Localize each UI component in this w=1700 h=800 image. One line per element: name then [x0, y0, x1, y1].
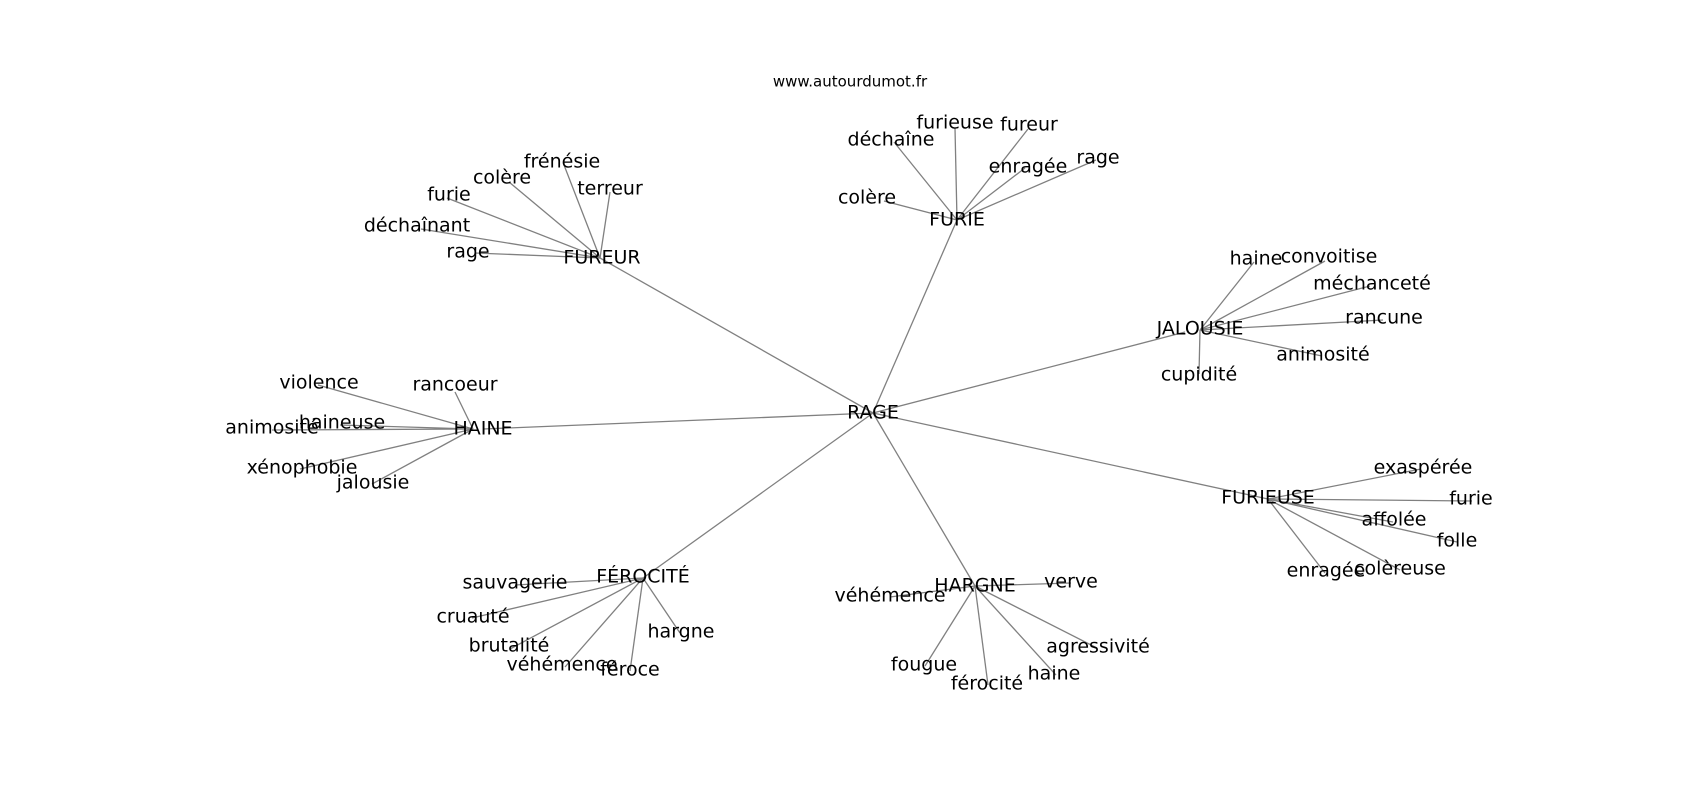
word-node: jalousie: [336, 472, 410, 494]
word-node: féroce: [600, 659, 660, 681]
source-label: www.autourdumot.fr: [773, 73, 928, 91]
word-node: haine: [1028, 663, 1081, 685]
word-node: folle: [1437, 530, 1478, 552]
word-node: animosité: [225, 417, 318, 439]
word-node: brutalité: [469, 635, 550, 657]
word-node: frénésie: [524, 151, 600, 173]
word-node: fougue: [891, 654, 957, 676]
edge-rage-haine: [482, 412, 874, 430]
edge-rage-hargne: [872, 412, 976, 587]
word-node: exaspérée: [1374, 457, 1473, 479]
edges-jalousie: [1198, 260, 1384, 375]
edges-hargne: [889, 582, 1098, 686]
word-node: enragée: [989, 156, 1068, 178]
edges-fureur: [420, 164, 611, 259]
center-node: RAGE: [847, 402, 899, 424]
edge-rage-furie: [872, 219, 958, 414]
word-node: véhémence: [834, 585, 945, 607]
word-node: rage: [446, 241, 489, 263]
word-node: fureur: [1000, 114, 1058, 136]
word-node: véhémence: [506, 654, 617, 676]
word-node: furie: [427, 184, 471, 206]
word-node: cruauté: [436, 606, 509, 628]
group-node-ferocite: FÉROCITÉ: [596, 565, 690, 588]
word-node: xénophobie: [247, 457, 358, 479]
word-node: affolée: [1361, 509, 1426, 531]
word-node: cupidité: [1161, 364, 1237, 386]
word-node: furieuse: [916, 112, 993, 134]
word-node: colère: [473, 167, 531, 189]
edge-rage-ferocite: [642, 412, 874, 579]
word-node: convoitise: [1281, 246, 1378, 268]
group-node-furie: FURIE: [929, 209, 985, 231]
word-node: férocité: [951, 673, 1023, 695]
edge-rage-fureur: [599, 257, 874, 414]
group-node-haine: HAINE: [453, 418, 512, 440]
edge-rage-furieuse: [872, 412, 1269, 500]
edges-furieuse: [1267, 468, 1473, 574]
group-node-hargne: HARGNE: [934, 575, 1015, 597]
word-node: animosité: [1276, 344, 1369, 366]
word-node: colère: [838, 187, 896, 209]
word-node: terreur: [577, 178, 643, 200]
word-node: déchaînant: [364, 215, 470, 237]
word-node: méchanceté: [1313, 273, 1431, 295]
group-node-fureur: FUREUR: [563, 247, 640, 269]
word-node: furie: [1449, 488, 1493, 510]
edges-ferocite: [471, 577, 681, 672]
word-node: enragée: [1287, 560, 1366, 582]
word-node: rage: [1076, 147, 1119, 169]
edges-haine: [271, 384, 474, 485]
word-node: rancune: [1345, 307, 1423, 329]
word-node: déchaîne: [848, 129, 935, 151]
word-node: verve: [1044, 571, 1098, 593]
word-node: sauvagerie: [462, 572, 567, 594]
word-node: haine: [1230, 248, 1283, 270]
word-node: agressivité: [1046, 636, 1150, 658]
hub-edges: [482, 219, 1269, 587]
group-node-furieuse: FURIEUSE: [1221, 487, 1315, 509]
word-node: haineuse: [299, 412, 385, 434]
word-node: violence: [279, 372, 358, 394]
edge-rage-jalousie: [872, 331, 1186, 414]
edges-furie: [883, 127, 1097, 221]
word-node: colèreuse: [1354, 558, 1446, 580]
word-node: hargne: [648, 621, 715, 643]
word-node: rancoeur: [412, 374, 497, 396]
group-node-jalousie: JALOUSIE: [1156, 318, 1244, 340]
